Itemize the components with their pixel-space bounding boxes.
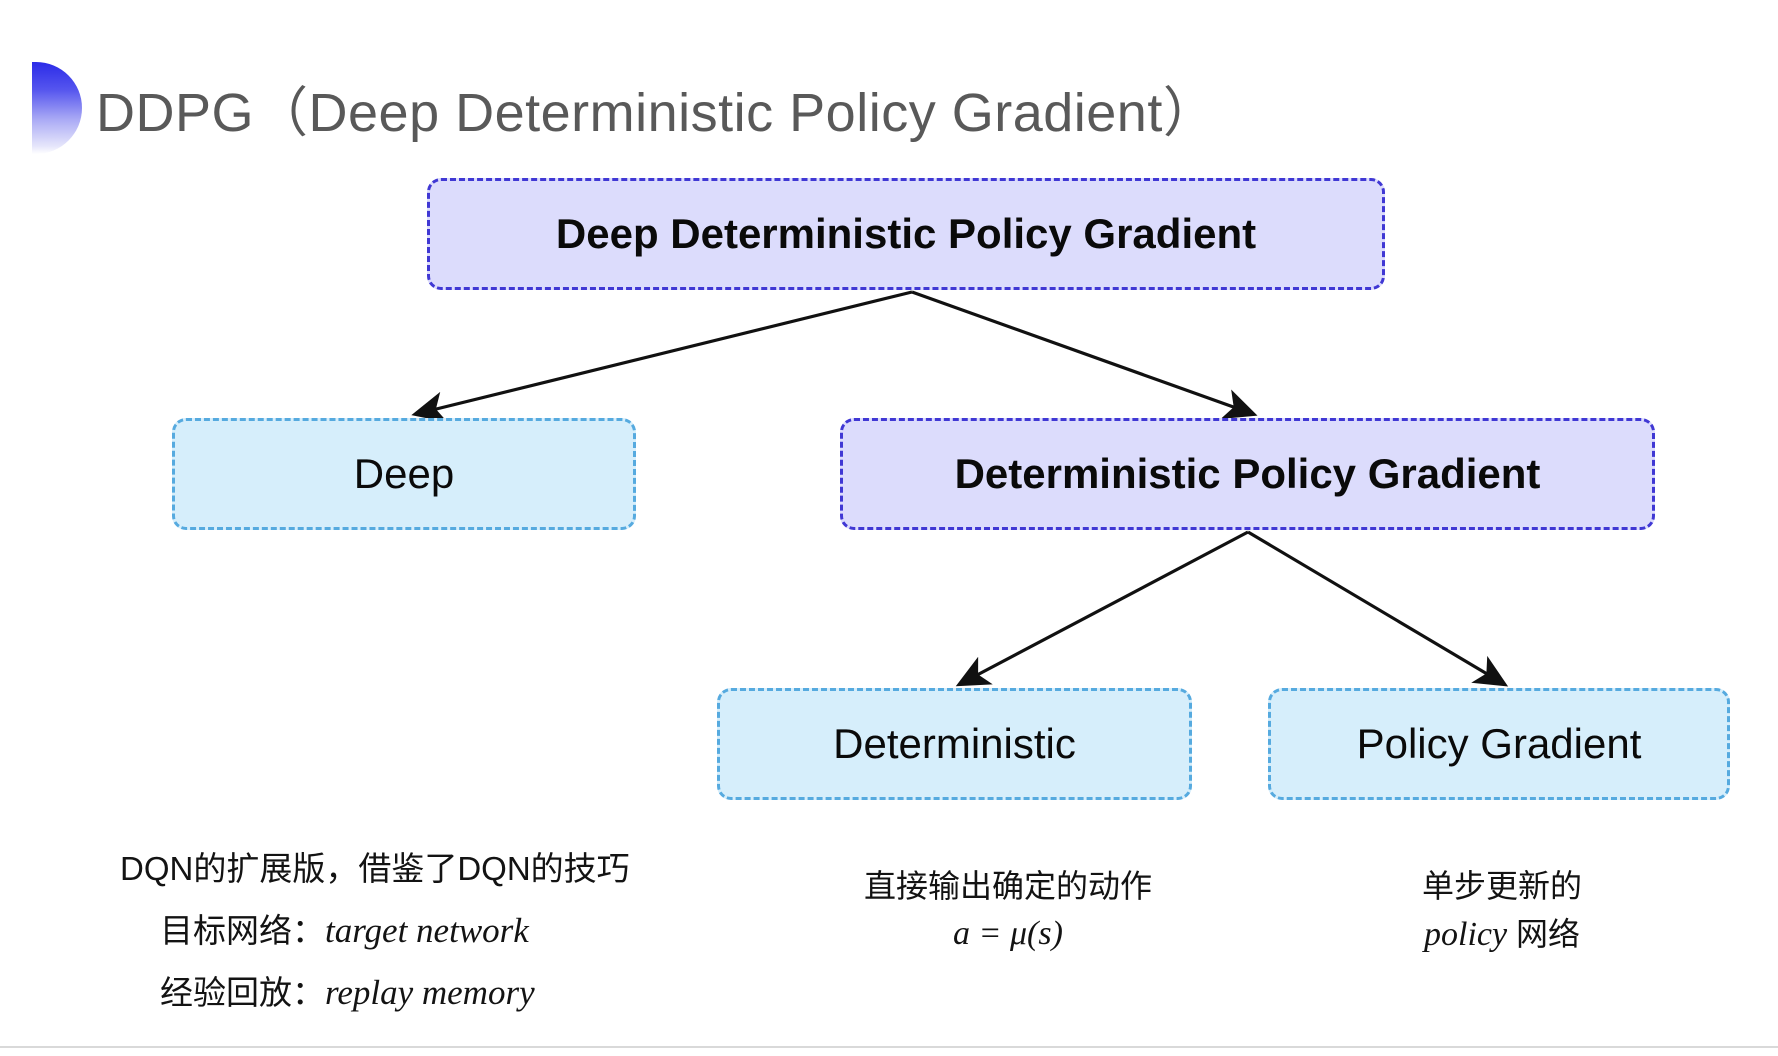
node-label: Deterministic (833, 719, 1076, 767)
node-policy-gradient[interactable]: Policy Gradient (1268, 688, 1730, 800)
half-circle-gradient-bullet-icon (32, 62, 82, 154)
caption-line: 直接输出确定的动作 (863, 868, 1152, 904)
caption-label: 目标网络： (160, 912, 325, 949)
node-deep[interactable]: Deep (172, 418, 636, 530)
caption-line: 目标网络：target network (120, 900, 630, 962)
caption-label: 经验回放： (160, 974, 325, 1011)
caption-line: DQN的扩展版，借鉴了DQN的技巧 (120, 850, 630, 887)
node-deterministic-policy-gradient[interactable]: Deterministic Policy Gradient (840, 418, 1655, 530)
caption-suffix: 网络 (1507, 916, 1580, 952)
caption-deterministic: 直接输出确定的动作 a = μ(s) (848, 862, 1168, 958)
caption-term: policy (1424, 916, 1508, 953)
node-label: Deep Deterministic Policy Gradient (555, 209, 1257, 257)
caption-line: 经验回放：replay memory (120, 962, 630, 1024)
node-deterministic[interactable]: Deterministic (717, 688, 1192, 800)
caption-term: target network (325, 911, 529, 950)
page-title: DDPG（Deep Deterministic Policy Gradient） (96, 83, 1218, 143)
node-deep-deterministic-policy-gradient[interactable]: Deep Deterministic Policy Gradient (427, 178, 1385, 290)
caption-line: policy 网络 (1392, 910, 1612, 959)
caption-term: replay memory (325, 973, 535, 1012)
caption-policy-gradient: 单步更新的 policy 网络 (1392, 862, 1612, 959)
caption-line: 单步更新的 (1421, 868, 1582, 904)
caption-deep: DQN的扩展版，借鉴了DQN的技巧 目标网络：target network 经验… (120, 838, 630, 1024)
node-label: Deep (353, 449, 455, 497)
node-label: Deterministic Policy Gradient (954, 449, 1541, 497)
node-label: Policy Gradient (1356, 719, 1642, 767)
bottom-divider (0, 1046, 1778, 1048)
caption-formula: a = μ(s) (953, 915, 1063, 952)
